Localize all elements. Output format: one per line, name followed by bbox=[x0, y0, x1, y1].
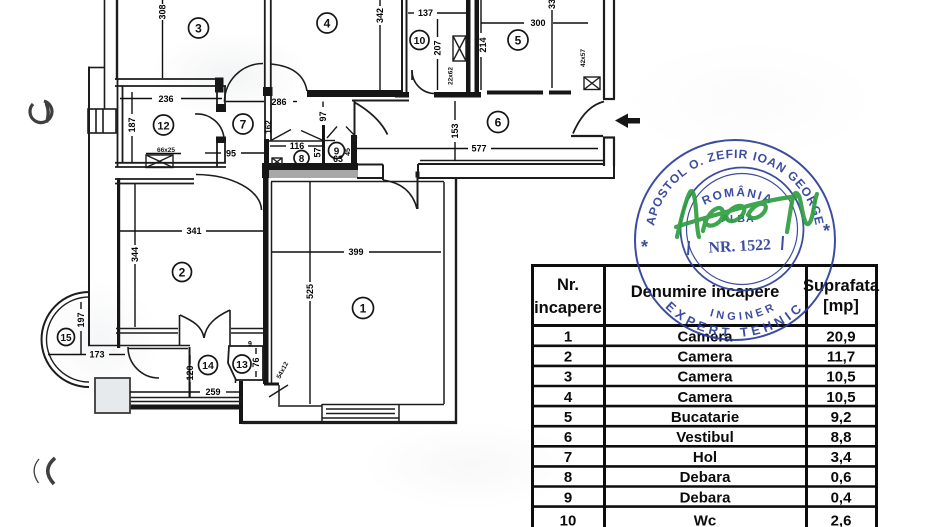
svg-text:10,5: 10,5 bbox=[826, 369, 855, 386]
svg-text:236: 236 bbox=[158, 94, 173, 104]
svg-text:Denumire incapere: Denumire incapere bbox=[631, 283, 780, 301]
svg-text:11,7: 11,7 bbox=[827, 349, 855, 366]
svg-text:57: 57 bbox=[313, 147, 323, 157]
svg-text:9,2: 9,2 bbox=[831, 409, 852, 426]
svg-text:0,6: 0,6 bbox=[831, 469, 852, 486]
svg-text:[mp]: [mp] bbox=[823, 297, 859, 315]
svg-text:1: 1 bbox=[360, 302, 367, 316]
svg-text:2: 2 bbox=[179, 266, 186, 280]
svg-text:173: 173 bbox=[89, 350, 104, 360]
svg-text:8,8: 8,8 bbox=[831, 429, 852, 446]
svg-text:66x25: 66x25 bbox=[157, 147, 175, 154]
svg-text:6: 6 bbox=[564, 429, 572, 446]
svg-text:22x62: 22x62 bbox=[448, 67, 455, 85]
svg-text:259: 259 bbox=[205, 387, 220, 397]
svg-text:14: 14 bbox=[202, 360, 214, 372]
svg-text:9: 9 bbox=[248, 341, 252, 348]
svg-text:13: 13 bbox=[236, 359, 248, 371]
svg-text:9: 9 bbox=[334, 147, 340, 158]
svg-text:0,4: 0,4 bbox=[831, 489, 853, 506]
svg-text:10: 10 bbox=[560, 513, 577, 527]
svg-text:4: 4 bbox=[324, 17, 331, 31]
svg-text:Camera: Camera bbox=[677, 389, 733, 406]
svg-text:12: 12 bbox=[157, 121, 169, 133]
svg-text:5: 5 bbox=[515, 34, 522, 48]
svg-text:33: 33 bbox=[547, 0, 557, 9]
svg-text:Wc: Wc bbox=[694, 513, 717, 527]
svg-text:577: 577 bbox=[471, 144, 486, 154]
svg-text:Debara: Debara bbox=[680, 489, 732, 506]
svg-text:3: 3 bbox=[195, 22, 202, 36]
svg-text:207: 207 bbox=[433, 40, 443, 55]
svg-text:NR. 1522: NR. 1522 bbox=[708, 236, 771, 256]
svg-text:300: 300 bbox=[530, 18, 545, 28]
svg-text:Camera: Camera bbox=[677, 329, 733, 346]
svg-text:42x57: 42x57 bbox=[580, 49, 587, 67]
svg-text:5: 5 bbox=[564, 409, 572, 426]
svg-text:7: 7 bbox=[564, 449, 572, 466]
svg-text:1: 1 bbox=[564, 329, 572, 346]
svg-text:54x12: 54x12 bbox=[276, 361, 291, 381]
svg-text:95: 95 bbox=[226, 149, 236, 159]
svg-text:8: 8 bbox=[299, 154, 305, 165]
svg-text:4: 4 bbox=[564, 389, 573, 406]
svg-text:308: 308 bbox=[158, 4, 168, 19]
svg-text:15: 15 bbox=[60, 333, 72, 344]
svg-text:20,9: 20,9 bbox=[826, 329, 855, 346]
svg-text:6: 6 bbox=[495, 116, 502, 130]
svg-text:286: 286 bbox=[271, 97, 286, 107]
svg-text:Nr.: Nr. bbox=[557, 276, 579, 294]
svg-text:97: 97 bbox=[318, 111, 328, 121]
svg-text:525: 525 bbox=[305, 284, 315, 299]
svg-text:Camera: Camera bbox=[677, 369, 733, 386]
svg-text:214: 214 bbox=[478, 37, 488, 52]
svg-text:7: 7 bbox=[240, 118, 247, 132]
svg-text:Debara: Debara bbox=[680, 469, 732, 486]
svg-text:162: 162 bbox=[264, 120, 273, 134]
svg-text:342: 342 bbox=[375, 8, 385, 23]
svg-text:2,6: 2,6 bbox=[831, 513, 852, 527]
svg-text:Suprafata: Suprafata bbox=[803, 277, 880, 295]
svg-text:344: 344 bbox=[130, 247, 140, 262]
svg-text:Vestibul: Vestibul bbox=[676, 429, 734, 446]
svg-text:*: * bbox=[641, 237, 648, 257]
svg-text:*: * bbox=[823, 221, 830, 241]
svg-text:Hol: Hol bbox=[693, 449, 717, 466]
svg-text:116: 116 bbox=[290, 141, 305, 151]
svg-text:Camera: Camera bbox=[677, 349, 733, 366]
svg-text:8: 8 bbox=[564, 469, 572, 486]
svg-text:63: 63 bbox=[333, 154, 343, 164]
svg-text:76: 76 bbox=[251, 357, 261, 367]
svg-text:187: 187 bbox=[127, 117, 137, 132]
svg-text:137: 137 bbox=[418, 8, 433, 18]
svg-text:3,4: 3,4 bbox=[831, 449, 853, 466]
svg-text:45: 45 bbox=[345, 148, 352, 156]
svg-text:10,5: 10,5 bbox=[826, 389, 855, 406]
svg-text:120: 120 bbox=[185, 365, 195, 380]
svg-text:3: 3 bbox=[564, 369, 572, 386]
svg-text:Bucatarie: Bucatarie bbox=[671, 409, 739, 426]
svg-text:2: 2 bbox=[564, 349, 572, 366]
svg-text:10: 10 bbox=[414, 35, 426, 47]
svg-text:197: 197 bbox=[76, 312, 86, 327]
svg-text:341: 341 bbox=[186, 226, 201, 236]
svg-text:incapere: incapere bbox=[534, 299, 602, 317]
svg-text:399: 399 bbox=[348, 247, 363, 257]
svg-text:9: 9 bbox=[564, 489, 572, 506]
svg-text:153: 153 bbox=[450, 123, 460, 138]
